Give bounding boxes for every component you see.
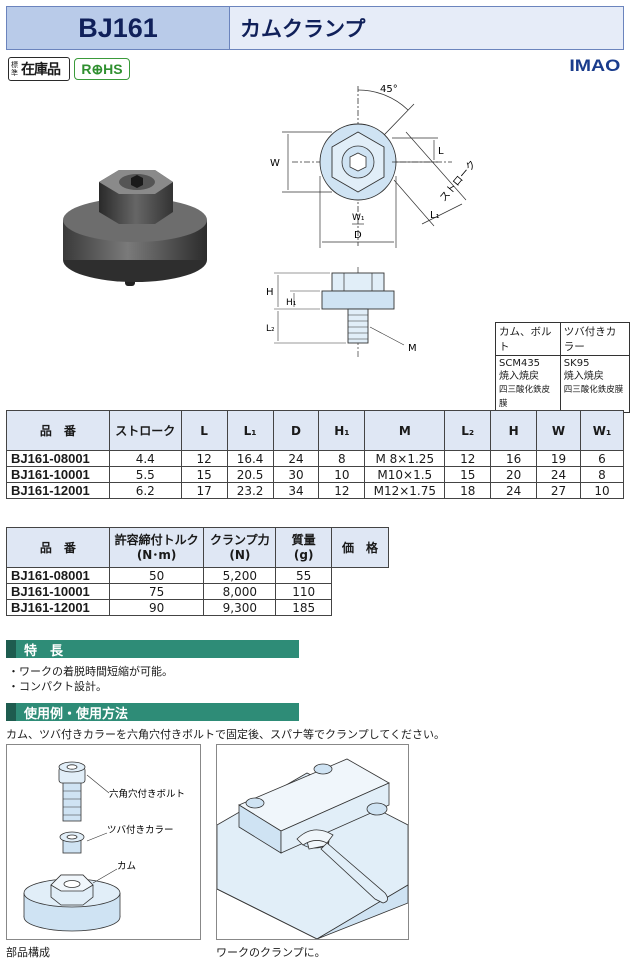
angle-label: 45° [380, 84, 398, 95]
mat-collar-cell: SK95 焼入焼戻 四三酸化鉄皮膜 [559, 355, 630, 413]
standard-stock-badge: 標準 在庫品 [8, 57, 70, 81]
badge-std-small: 標準 [11, 61, 18, 77]
dimension-spec-table: 品 番 ストローク L L₁ D H₁ M L₂ H W W₁ BJ161-08… [6, 410, 625, 499]
parts-illustration: 六角穴付きボルト ツバ付きカラー カム [23, 761, 185, 932]
dim-W1: W₁ [352, 213, 365, 223]
label-cam: カム [117, 861, 136, 872]
dim-H1: H₁ [286, 298, 297, 308]
spec1-col-code: 品 番 [6, 410, 110, 451]
product-code: BJ161 [7, 7, 230, 49]
product-name: カムクランプ [230, 7, 623, 49]
spec1-header-row: 品 番 ストローク L L₁ D H₁ M L₂ H W W₁ [6, 410, 625, 451]
product-photo [63, 170, 207, 286]
dim-L2: L₂ [266, 324, 275, 334]
mat-cam-cell: SCM435 焼入焼戻 四三酸化鉄皮膜 [495, 355, 561, 413]
dim-W: W [270, 158, 280, 169]
imao-logo: IMAO [568, 56, 620, 75]
caption-parts: 部品構成 [6, 946, 50, 959]
side-view-drawing: H H₁ L₂ M [266, 267, 417, 357]
badge-std-big: 在庫品 [21, 62, 61, 78]
dim-L: L [438, 146, 444, 157]
caption-clamp: ワークのクランプに。 [216, 946, 326, 959]
list-item: ・ワークの着脱時間短縮が可能。 [8, 665, 173, 678]
spec1-col-stroke: ストローク [108, 410, 182, 451]
dim-stroke: ストローク [437, 158, 478, 204]
spec1-col-M: M [364, 410, 446, 451]
usage-description: カム、ツバ付きカラーを六角穴付きボルトで固定後、スパナ等でクランプしてください。 [6, 728, 446, 741]
spec1-col-L1: L₁ [226, 410, 274, 451]
performance-spec-table: 品 番 許容締付トルク (N･m) クランプ力 (N) 質量 (g) 価 格 B… [6, 527, 389, 616]
spec1-col-H1: H₁ [318, 410, 366, 451]
clamping-illustration [216, 758, 409, 940]
mat-header-cam: カム、ボルト [495, 322, 561, 356]
features-header: 特 長 [6, 640, 299, 659]
features-list: ・ワークの着脱時間短縮が可能。 ・コンパクト設計。 [8, 664, 173, 694]
dim-H: H [266, 287, 274, 298]
rohs-badge: R⊕HS [74, 58, 130, 80]
spec2-col-torque: 許容締付トルク (N･m) [108, 527, 205, 568]
spec2-col-force: クランプ力 (N) [203, 527, 277, 568]
spec1-col-H: H [490, 410, 538, 451]
spec1-col-D: D [272, 410, 320, 451]
parts-panel: 六角穴付きボルト ツバ付きカラー カム [6, 744, 201, 940]
spec1-col-W1: W₁ [579, 410, 625, 451]
spec2-header-row: 品 番 許容締付トルク (N･m) クランプ力 (N) 質量 (g) 価 格 [6, 527, 389, 568]
spec1-col-L: L [180, 410, 228, 451]
dim-D: D [354, 230, 362, 241]
materials-table: カム、ボルト ツバ付きカラー SCM435 焼入焼戻 四三酸化鉄皮膜 SK95 … [495, 322, 630, 413]
list-item: ・コンパクト設計。 [8, 680, 107, 693]
price-cell [331, 567, 389, 616]
label-bolt: 六角穴付きボルト [109, 788, 185, 800]
mat-header-collar: ツバ付きカラー [559, 322, 630, 356]
spec2-col-code: 品 番 [6, 527, 110, 568]
spec2-col-price: 価 格 [331, 527, 389, 568]
spec2-col-mass: 質量 (g) [275, 527, 333, 568]
dim-M: M [408, 343, 417, 354]
title-bar: BJ161 カムクランプ [6, 6, 624, 50]
dim-L1: L₁ [430, 210, 440, 221]
top-view-drawing: 45° W L ストローク L₁ W₁ D [270, 84, 479, 248]
clamp-panel [216, 744, 409, 940]
spec1-col-L2: L₂ [444, 410, 492, 451]
spec1-col-W: W [536, 410, 581, 451]
label-collar: ツバ付きカラー [107, 825, 174, 836]
usage-header: 使用例・使用方法 [6, 703, 299, 722]
